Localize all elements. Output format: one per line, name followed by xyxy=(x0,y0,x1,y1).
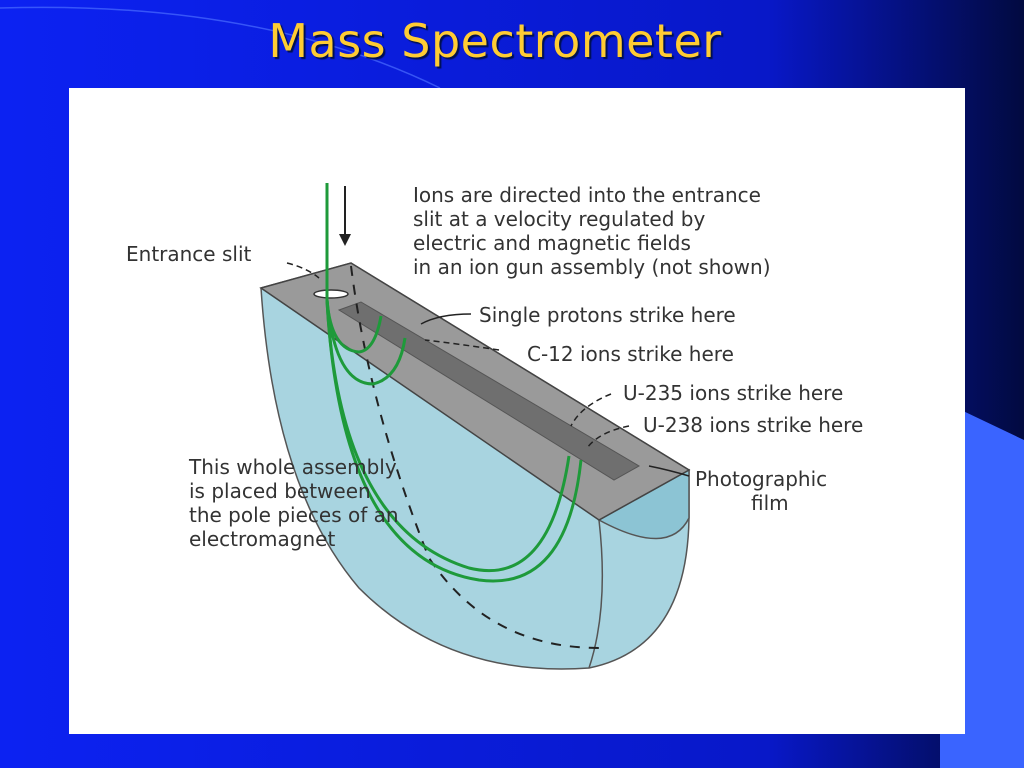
entrance-slit-opening xyxy=(313,289,349,299)
incoming-ion-arrow xyxy=(339,186,351,246)
svg-text:slit at a velocity regulated b: slit at a velocity regulated by xyxy=(413,207,705,231)
slide-title: Mass Spectrometer xyxy=(268,14,722,68)
svg-text:This whole assembly: This whole assembly xyxy=(188,455,397,479)
svg-text:Ions are directed into the ent: Ions are directed into the entrance xyxy=(413,183,761,207)
svg-text:the pole pieces of an: the pole pieces of an xyxy=(189,503,399,527)
mass-spectrometer-diagram: Entrance slit Ions are directed into the… xyxy=(126,183,863,670)
photographic-film-strip xyxy=(337,301,641,481)
svg-text:electromagnet: electromagnet xyxy=(189,527,335,551)
pointer-lines xyxy=(286,262,690,477)
c12-label: C-12 ions strike here xyxy=(527,342,734,366)
magnet-end-face xyxy=(597,468,690,540)
u238-label: U-238 ions strike here xyxy=(643,413,863,437)
svg-text:in an ion gun assembly (not sh: in an ion gun assembly (not shown) xyxy=(413,255,771,279)
svg-text:is placed between: is placed between xyxy=(189,479,371,503)
ion-paths xyxy=(325,183,583,583)
photographic-film-label: Photographic film xyxy=(695,467,827,515)
ions-note: Ions are directed into the entrance slit… xyxy=(413,183,771,279)
svg-text:film: film xyxy=(751,491,789,515)
svg-text:Photographic: Photographic xyxy=(695,467,827,491)
entrance-slit-label: Entrance slit xyxy=(126,242,252,266)
diagram-panel: Entrance slit Ions are directed into the… xyxy=(69,88,965,734)
single-protons-label: Single protons strike here xyxy=(479,303,736,327)
svg-text:electric and magnetic fields: electric and magnetic fields xyxy=(413,231,691,255)
u235-label: U-235 ions strike here xyxy=(623,381,843,405)
hidden-edge-dashed xyxy=(350,265,600,649)
assembly-note: This whole assembly is placed between th… xyxy=(188,455,399,551)
